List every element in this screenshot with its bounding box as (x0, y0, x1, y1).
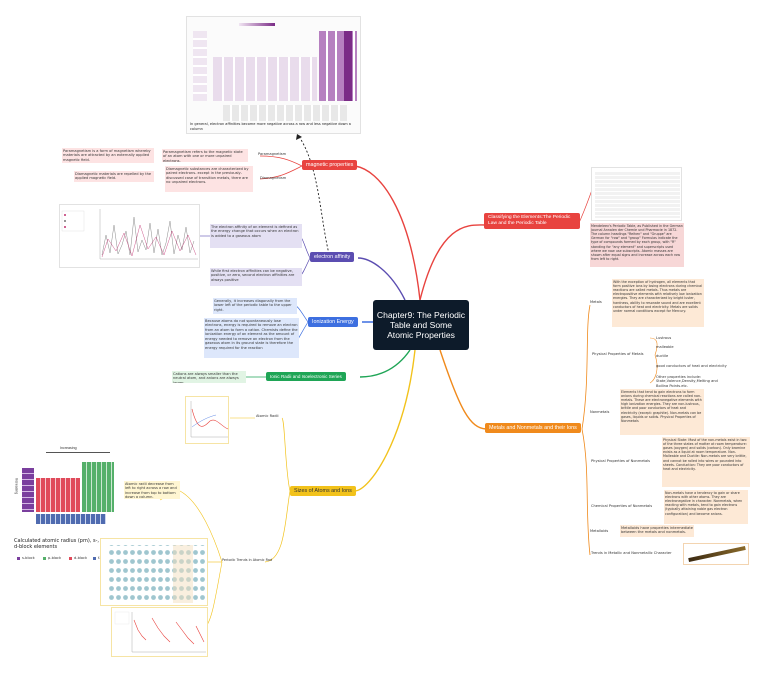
connector-metals-group2 (581, 428, 591, 556)
atomic-radii-line-chart (111, 607, 208, 657)
connector-ionic (359, 349, 411, 378)
metalloids-text: Metalloids have properties intermediate … (620, 525, 694, 537)
table-highlight-column (344, 31, 352, 101)
table-color-scale (239, 23, 275, 26)
metallic-trend-image (683, 543, 749, 565)
ionic-radii-note: Cations are always smaller than the neut… (172, 371, 246, 383)
atomic-radius-caption: Calculated atomic radius (pm), s-, p-, a… (14, 538, 119, 551)
electron-affinity-note-2: While first electron affinities can be n… (210, 268, 302, 286)
central-topic[interactable]: Chapter9: The Periodic Table and Some At… (373, 300, 469, 350)
ionization-note-2: Because atoms do not spontaneously lose … (204, 318, 299, 358)
atomic-radius-periodic-figure: Increasing Increasing (12, 446, 122, 540)
legend-p-block: p-block (48, 556, 62, 560)
legend-p-swatch (43, 557, 46, 560)
classifying-elements-node[interactable]: Classifying the Elements:The Periodic La… (484, 213, 580, 229)
table-caption: In general, electron affinities become m… (190, 122, 351, 131)
diamagnetism-label[interactable]: Diamagnetism (260, 176, 287, 180)
connector-mendeleev (577, 189, 593, 226)
chemical-properties-nonmetals-label[interactable]: Chemical Properties of Nonmetals (591, 504, 653, 508)
connector-affinity (357, 257, 406, 301)
metal-property-malleable: malleable (656, 345, 674, 349)
nonmetals-text: Elements that tend to gain electrons to … (620, 389, 704, 435)
metallic-trend-arrow (688, 546, 746, 562)
physical-properties-nonmetals-text: Physical State: Most of the non-metals e… (662, 437, 750, 487)
radii-line-series (114, 611, 206, 653)
metal-property-ductile: ductile (656, 354, 669, 358)
paramagnetism-label[interactable]: Paramagnetism (258, 152, 287, 156)
electron-affinity-chart-image (59, 204, 200, 268)
electron-affinity-periodic-table-image: In general, electron affinities become m… (186, 16, 361, 134)
d-block-cells (36, 478, 80, 512)
legend-f-swatch (93, 557, 96, 560)
increasing-top-arrow (46, 452, 110, 454)
connector-metals (439, 349, 487, 430)
mendeleev-table-rows (595, 172, 680, 218)
connector-metals-group (581, 304, 591, 430)
physical-properties-nonmetals-label[interactable]: Physical Properties of Nonmetals (591, 459, 651, 463)
connector-dia (259, 165, 303, 180)
atomic-radii-bubble-chart (100, 538, 208, 606)
affinity-line-chart (61, 209, 198, 260)
metal-property-other: Other properties include: State,Valence,… (656, 375, 718, 387)
legend-s-block: s-block (22, 556, 35, 560)
legend-d-swatch (69, 557, 72, 560)
atomic-radii-curve (190, 401, 228, 438)
connector-sizes (354, 349, 416, 492)
metals-label[interactable]: Metals (590, 300, 602, 304)
s-block-cells (22, 468, 34, 512)
connector-trends (264, 490, 291, 563)
dashed-arrow-head (296, 134, 302, 140)
increasing-top-label: Increasing (60, 446, 77, 450)
metal-property-conductors: good conductors of heat and electricity (656, 364, 727, 368)
metalloids-label[interactable]: Metalloids (590, 529, 609, 533)
connector-phys-metals-items (649, 337, 658, 356)
electron-affinity-node[interactable]: electron affinity (310, 252, 355, 262)
diamagnetism-definition: Diamagnetic materials are repelled by th… (74, 171, 154, 182)
connector-atomic-radii (281, 417, 291, 492)
ionization-energy-node[interactable]: Ionization Energy (308, 317, 358, 327)
connector-classifying (419, 224, 486, 301)
connector-magnetic (354, 165, 421, 301)
electron-affinity-note-1: The electron affinity of an element is d… (210, 224, 302, 248)
metals-nonmetals-node[interactable]: Metals and Nonmetals and their Ions (485, 423, 581, 433)
nonmetals-label[interactable]: Nonmetals (590, 410, 610, 414)
atomic-radii-trend-note: Atomic radii decrease from left to right… (124, 481, 180, 499)
connector-para (259, 155, 303, 167)
metal-property-lustrous: Lustrous (656, 336, 672, 340)
table-grid-left (193, 31, 207, 101)
periodic-trends-label[interactable]: Periodic Trends in Atomic Radii (222, 558, 272, 562)
table-fblock (223, 105, 347, 121)
diamagnetism-text: Diamagnetic substances are characterized… (165, 166, 253, 192)
table-grid-middle (213, 57, 317, 101)
bubble-grid (107, 545, 205, 603)
connector-phys-metals-items2 (649, 354, 658, 384)
sizes-of-atoms-node[interactable]: Sizes of Atoms and Ions (290, 486, 356, 496)
physical-properties-metals-label[interactable]: Physical Properties of Metals (592, 352, 644, 356)
increasing-side-label: Increasing (14, 477, 19, 495)
magnetic-properties-node[interactable]: magnetic properties (302, 160, 358, 170)
chemical-properties-nonmetals-text: Non-metals have a tendency to gain or sh… (664, 490, 748, 524)
trends-metallic-label[interactable]: Trends in Metallic and Nonmetallic Chara… (591, 551, 672, 555)
legend-d-block: d-block (74, 556, 88, 560)
paramagnetism-definition: Paramagnetism is a form of magnetism whe… (62, 148, 154, 163)
paramagnetism-text: Paramagnetism refers to the magnetic sta… (162, 149, 248, 162)
mendeleev-note: Mendeleev's Periodic Table, as Published… (590, 223, 684, 267)
p-block-cells (82, 462, 114, 512)
metals-text: With the exception of hydrogen, all elem… (612, 279, 704, 327)
ionization-note-1: Generally, it increases diagonally from … (213, 298, 297, 314)
f-block-cells (36, 514, 106, 524)
dashed-arrow (299, 137, 331, 259)
atomic-radii-label[interactable]: Atomic Radii (256, 414, 279, 418)
ionic-radii-node[interactable]: Ionic Radii and Isoelectronic Series (266, 372, 346, 381)
connector-trend-note (177, 489, 223, 563)
atomic-radii-chart-image (185, 396, 229, 444)
legend-s-swatch (17, 557, 20, 560)
mendeleev-table-image (591, 167, 682, 221)
